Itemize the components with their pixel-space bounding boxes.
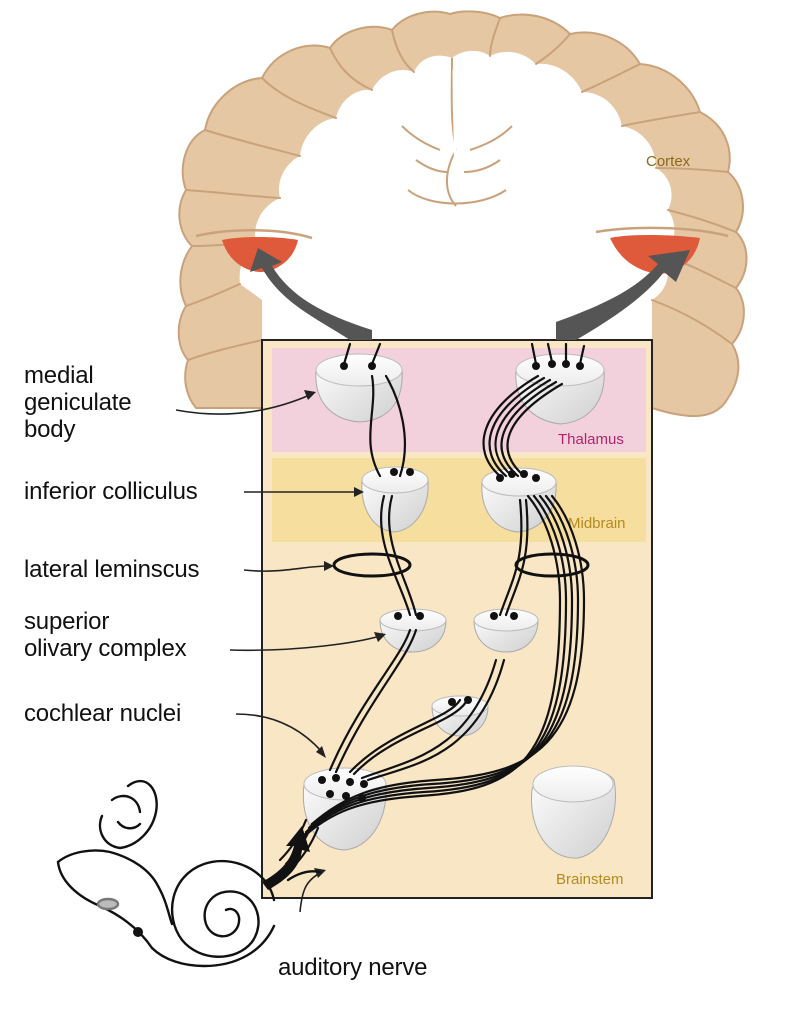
cortex-label: Cortex xyxy=(646,153,691,170)
brainstem-label: Brainstem xyxy=(556,871,624,888)
midbrain-band xyxy=(272,458,646,542)
label-inferior-colliculus: inferior colliculus xyxy=(24,478,198,505)
thalamus-label: Thalamus xyxy=(558,431,624,448)
label-superior-olivary-complex: superior olivary complex xyxy=(24,608,187,662)
label-auditory-nerve: auditory nerve xyxy=(278,954,428,981)
auditory-nerve-arrow xyxy=(262,826,310,890)
label-lateral-leminscus: lateral leminscus xyxy=(24,556,200,583)
label-medial-geniculate-body: medial geniculate body xyxy=(24,362,132,443)
pinna xyxy=(98,779,158,850)
arrow-to-left-cortex xyxy=(250,248,372,340)
synapses xyxy=(318,360,584,802)
label-leaders xyxy=(175,393,381,913)
oval-window xyxy=(96,897,120,911)
ear-canal xyxy=(56,849,174,926)
arrow-to-right-cortex xyxy=(556,250,690,340)
lateral-lemniscus-right-ring xyxy=(514,552,590,578)
cochlea-spiral xyxy=(170,859,276,958)
midbrain-label: Midbrain xyxy=(568,515,626,532)
lateral-lemniscus-left-ring xyxy=(332,552,412,578)
fiber-tracts xyxy=(278,342,586,870)
label-cochlear-nuclei: cochlear nuclei xyxy=(24,700,182,727)
ear-cochlea xyxy=(56,779,322,968)
